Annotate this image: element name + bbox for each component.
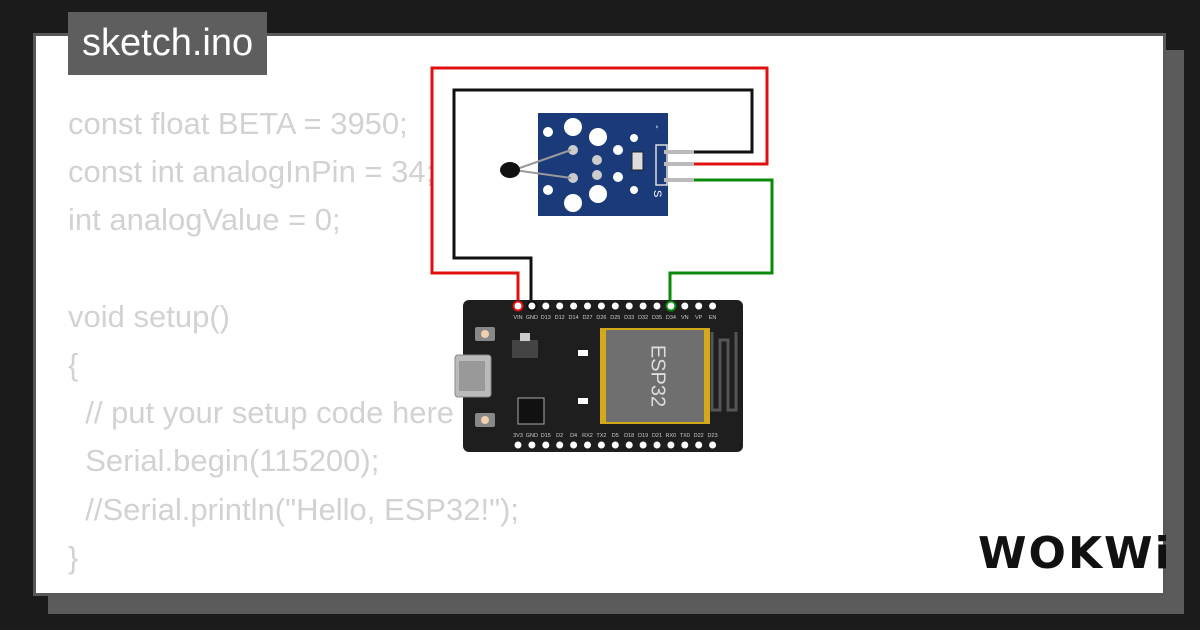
esp32-pin-label: GND xyxy=(526,315,538,321)
esp32-pin-label: D5 xyxy=(612,433,619,439)
esp32-pin-label: EN xyxy=(709,315,717,321)
file-tab-label: sketch.ino xyxy=(82,22,254,64)
esp32-pin-gnd[interactable] xyxy=(526,300,538,312)
esp32-pin-d33[interactable] xyxy=(623,300,635,312)
file-tab[interactable]: sketch.ino xyxy=(68,12,268,75)
esp32-pin-d35[interactable] xyxy=(651,300,663,312)
esp32-pin-label: D15 xyxy=(541,433,551,439)
voltage-regulator-tab xyxy=(520,333,530,341)
esp32-pin-d4[interactable] xyxy=(568,439,580,451)
esp32-pin-label: D12 xyxy=(555,315,565,321)
esp32-pin-label: D26 xyxy=(596,315,606,321)
esp32-pin-label: D23 xyxy=(708,433,718,439)
code-line: Serial.begin(115200); xyxy=(68,443,380,479)
esp32-pin-label: VP xyxy=(695,315,703,321)
esp32-pin-label: D18 xyxy=(624,433,634,439)
usb-uart-chip xyxy=(517,397,545,425)
sensor-pin-label: - xyxy=(651,125,663,129)
ntc-sensor-module[interactable]: - S xyxy=(538,113,694,216)
esp32-pin-label: D35 xyxy=(652,315,662,321)
code-line: } xyxy=(68,539,79,575)
esp32-pin-label: TX0 xyxy=(680,433,690,439)
esp32-pin-d21[interactable] xyxy=(651,439,663,451)
esp32-pin-d15[interactable] xyxy=(540,439,552,451)
code-line: void setup() xyxy=(68,298,230,334)
voltage-regulator xyxy=(512,340,538,358)
en-button-cap xyxy=(481,330,489,338)
esp32-pin-label: D2 xyxy=(556,433,563,439)
esp32-pin-rx2[interactable] xyxy=(582,439,593,451)
esp32-pin-label: D25 xyxy=(610,315,620,321)
esp32-pin-label: D13 xyxy=(541,315,551,321)
esp32-module xyxy=(606,330,704,422)
esp32-pin-d12[interactable] xyxy=(554,300,566,312)
esp32-pin-en[interactable] xyxy=(707,300,719,312)
esp32-pin-label: VIN xyxy=(513,315,522,321)
esp32-pin-d34[interactable] xyxy=(665,300,677,312)
esp32-pin-d13[interactable] xyxy=(540,300,552,312)
signal-wire[interactable] xyxy=(668,178,774,306)
code-line: // put your setup code here xyxy=(68,395,455,431)
esp32-pin-d14[interactable] xyxy=(568,300,580,312)
code-line: const float BETA = 3950; xyxy=(68,106,408,141)
esp32-pin-label: D14 xyxy=(569,315,579,321)
code-line: { xyxy=(68,346,79,382)
esp32-pin-rx0[interactable] xyxy=(665,439,677,451)
boot-button-cap xyxy=(481,416,489,424)
esp32-pin-tx0[interactable] xyxy=(679,439,691,451)
sensor-pin-label: S xyxy=(651,190,663,197)
esp32-pin-label: GND xyxy=(526,433,538,439)
esp32-pin-d19[interactable] xyxy=(637,439,649,451)
code-line: int analogValue = 0; xyxy=(68,202,341,238)
esp32-pin-d18[interactable] xyxy=(623,439,635,451)
esp32-pin-label: D21 xyxy=(652,433,662,439)
code-line: const int analogInPin = 34; xyxy=(68,154,435,190)
vcc-wire[interactable] xyxy=(430,66,769,306)
esp32-pin-d5[interactable] xyxy=(609,439,621,451)
esp32-pin-d2[interactable] xyxy=(554,439,566,451)
esp32-pin-d26[interactable] xyxy=(595,300,607,312)
power-led xyxy=(578,350,588,356)
code-editor[interactable]: const float BETA = 3950; const int analog… xyxy=(68,100,519,582)
esp32-pin-label: D34 xyxy=(666,315,676,321)
esp32-pin-label: VN xyxy=(681,315,689,321)
esp32-pin-label: D27 xyxy=(582,315,592,321)
esp32-pin-3v3[interactable] xyxy=(512,439,524,451)
esp32-pin-tx2[interactable] xyxy=(595,439,607,451)
code-line: //Serial.println("Hello, ESP32!"); xyxy=(68,491,520,527)
esp32-pin-label: D22 xyxy=(694,433,704,439)
esp32-pin-d25[interactable] xyxy=(609,300,621,312)
esp32-chip-label: ESP32 xyxy=(647,345,669,407)
esp32-pin-d23[interactable] xyxy=(707,439,719,451)
esp32-pin-label: D32 xyxy=(638,315,648,321)
antenna-icon xyxy=(710,332,738,412)
wokwi-logo-text: WOKWi xyxy=(978,528,1172,579)
wokwi-logo: WOKWi xyxy=(978,528,1172,579)
esp32-pin-gnd[interactable] xyxy=(526,439,538,451)
esp32-pin-label: RX0 xyxy=(666,433,677,439)
esp32-pin-label: D19 xyxy=(638,433,648,439)
esp32-pin-label: RX2 xyxy=(582,433,593,439)
esp32-pin-label: 3V3 xyxy=(513,433,523,439)
esp32-pin-vin[interactable] xyxy=(512,300,524,312)
thermistor-icon xyxy=(500,149,572,179)
esp32-pin-vp[interactable] xyxy=(693,300,705,312)
gnd-wire[interactable] xyxy=(452,88,754,306)
usb-port-inner xyxy=(459,361,485,391)
esp32-pin-d22[interactable] xyxy=(693,439,705,451)
esp32-pin-d27[interactable] xyxy=(582,300,593,312)
esp32-pin-label: D33 xyxy=(624,315,634,321)
status-led xyxy=(578,398,588,404)
esp32-pin-label: D4 xyxy=(570,433,577,439)
esp32-pin-d32[interactable] xyxy=(637,300,649,312)
esp32-pin-vn[interactable] xyxy=(679,300,691,312)
esp32-pin-label: TX2 xyxy=(596,433,606,439)
